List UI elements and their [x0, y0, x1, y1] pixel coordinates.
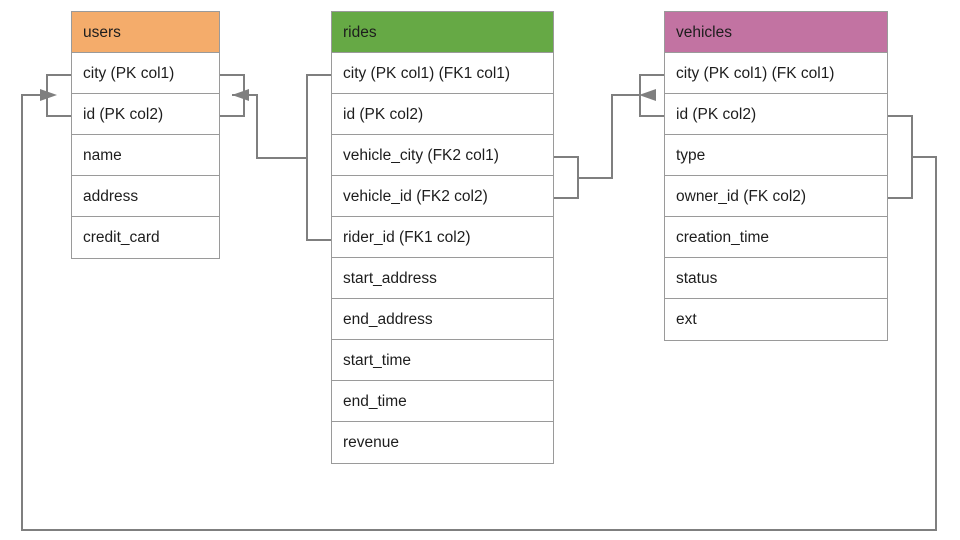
table-rides-column-vehicle-id[interactable]: vehicle_id (FK2 col2) — [332, 176, 553, 217]
table-vehicles-column-ext[interactable]: ext — [665, 299, 887, 340]
table-vehicles-column-owner-id[interactable]: owner_id (FK col2) — [665, 176, 887, 217]
table-vehicles-column-type[interactable]: type — [665, 135, 887, 176]
table-users-column-address[interactable]: address — [72, 176, 219, 217]
rides-fk2-to-vehicles-link — [578, 94, 639, 179]
table-rides-column-id[interactable]: id (PK col2) — [332, 94, 553, 135]
arrow-head-to-users-from-rides — [232, 89, 249, 101]
table-rides-title: rides — [332, 12, 553, 53]
vehicles-left-bracket — [639, 74, 664, 117]
users-right-bracket — [220, 74, 245, 117]
arrow-head-to-vehicles-from-rides — [639, 89, 656, 101]
table-users[interactable]: users city (PK col1) id (PK col2) name a… — [71, 11, 220, 259]
table-rides-column-start-time[interactable]: start_time — [332, 340, 553, 381]
table-vehicles[interactable]: vehicles city (PK col1) (FK col1) id (PK… — [664, 11, 888, 341]
table-users-title: users — [72, 12, 219, 53]
table-rides-column-end-address[interactable]: end_address — [332, 299, 553, 340]
table-vehicles-column-creation-time[interactable]: creation_time — [665, 217, 887, 258]
table-rides-column-start-address[interactable]: start_address — [332, 258, 553, 299]
table-vehicles-column-id[interactable]: id (PK col2) — [665, 94, 887, 135]
table-rides-column-vehicle-city[interactable]: vehicle_city (FK2 col1) — [332, 135, 553, 176]
vehicles-fk-right-bracket — [888, 115, 913, 199]
table-users-column-name[interactable]: name — [72, 135, 219, 176]
table-rides-column-revenue[interactable]: revenue — [332, 422, 553, 463]
table-vehicles-column-city[interactable]: city (PK col1) (FK col1) — [665, 53, 887, 94]
arrow-head-to-users-from-vehicles — [40, 89, 57, 101]
table-users-column-id[interactable]: id (PK col2) — [72, 94, 219, 135]
rides-fk1-to-users-link — [232, 94, 307, 159]
table-rides-column-end-time[interactable]: end_time — [332, 381, 553, 422]
rides-fk1-left-bracket — [306, 74, 331, 241]
table-rides-column-city[interactable]: city (PK col1) (FK1 col1) — [332, 53, 553, 94]
table-vehicles-title: vehicles — [665, 12, 887, 53]
users-left-bracket — [46, 74, 71, 117]
table-vehicles-column-status[interactable]: status — [665, 258, 887, 299]
table-users-column-credit-card[interactable]: credit_card — [72, 217, 219, 258]
table-rides[interactable]: rides city (PK col1) (FK1 col1) id (PK c… — [331, 11, 554, 464]
table-users-column-city[interactable]: city (PK col1) — [72, 53, 219, 94]
table-rides-column-rider-id[interactable]: rider_id (FK1 col2) — [332, 217, 553, 258]
rides-fk2-right-bracket — [554, 156, 579, 199]
